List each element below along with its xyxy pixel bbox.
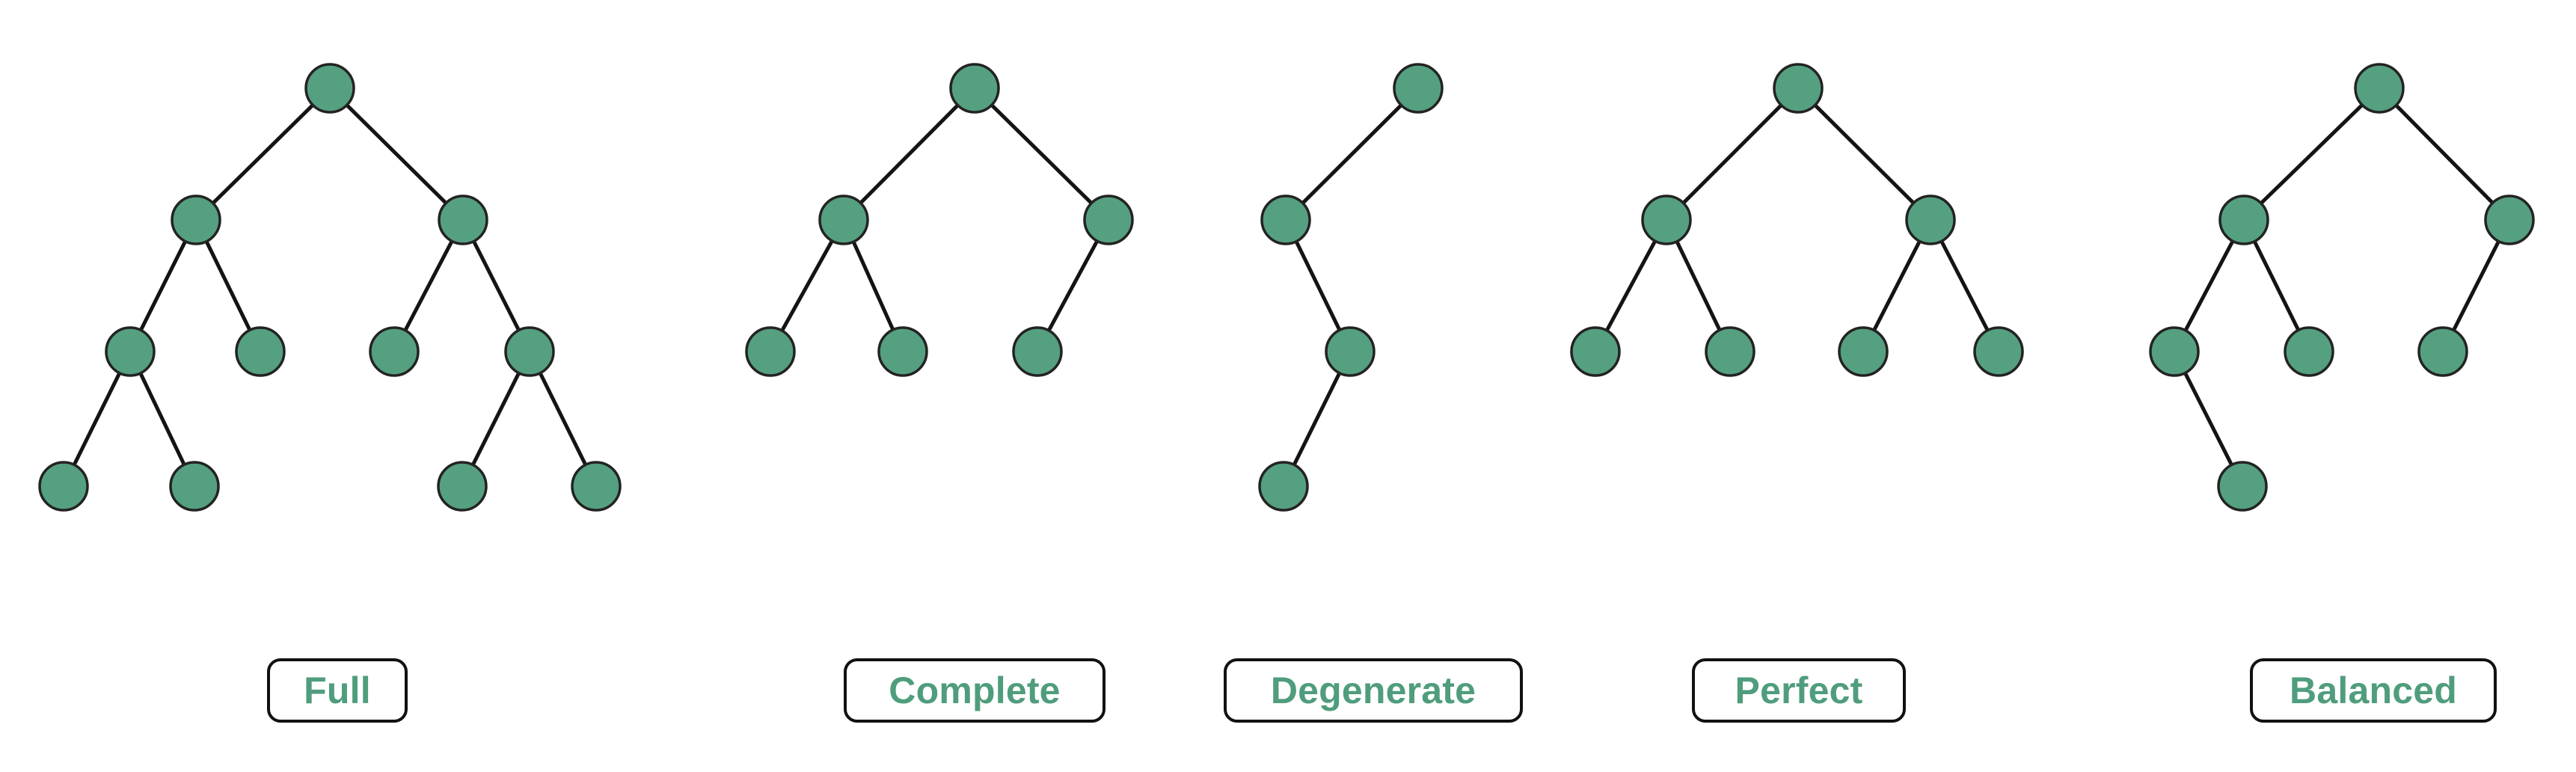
tree-node-circle[interactable] bbox=[2218, 194, 2269, 245]
tree-node-circle[interactable] bbox=[1012, 326, 1063, 377]
tree-node-circle[interactable] bbox=[2484, 194, 2535, 245]
tree-edge bbox=[972, 86, 1111, 222]
tree-label-degenerate[interactable]: Degenerate bbox=[1224, 658, 1523, 723]
tree-label-text: Perfect bbox=[1735, 670, 1863, 711]
tree-node-circle[interactable] bbox=[437, 461, 488, 512]
tree-node-circle[interactable] bbox=[171, 194, 221, 245]
tree-edges-balanced bbox=[2172, 86, 2512, 488]
tree-node-circle[interactable] bbox=[2149, 326, 2200, 377]
tree-node-circle[interactable] bbox=[1973, 326, 2024, 377]
tree-nodes-degenerate bbox=[1258, 63, 1444, 512]
tree-nodes-complete bbox=[745, 63, 1134, 377]
tree-nodes-perfect bbox=[1570, 63, 2024, 377]
tree-node-circle[interactable] bbox=[438, 194, 488, 245]
tree-label-text: Balanced bbox=[2290, 670, 2457, 711]
tree-edge bbox=[328, 86, 465, 222]
tree-node-circle[interactable] bbox=[1083, 194, 1134, 245]
tree-node-circle[interactable] bbox=[745, 326, 796, 377]
tree-node-circle[interactable] bbox=[1260, 194, 1311, 245]
tree-edge bbox=[194, 86, 332, 222]
tree-edge bbox=[841, 86, 977, 222]
tree-label-text: Degenerate bbox=[1270, 670, 1476, 711]
tree-node-circle[interactable] bbox=[304, 63, 355, 114]
tree-node-circle[interactable] bbox=[1393, 63, 1444, 114]
tree-node-circle[interactable] bbox=[818, 194, 869, 245]
tree-edge bbox=[2242, 86, 2382, 222]
tree-node-circle[interactable] bbox=[1905, 194, 1956, 245]
tree-node-circle[interactable] bbox=[169, 461, 220, 512]
tree-node-circle[interactable] bbox=[1325, 326, 1376, 377]
tree-node-circle[interactable] bbox=[2354, 63, 2405, 114]
tree-node-circle[interactable] bbox=[571, 461, 622, 512]
tree-edge bbox=[1284, 86, 1420, 222]
tree-edge bbox=[1664, 86, 1800, 222]
tree-nodes-full bbox=[38, 63, 622, 512]
tree-node-circle[interactable] bbox=[2217, 461, 2268, 512]
tree-nodes-balanced bbox=[2149, 63, 2535, 512]
tree-label-complete[interactable]: Complete bbox=[844, 658, 1105, 723]
tree-node-circle[interactable] bbox=[877, 326, 928, 377]
tree-edge bbox=[1796, 86, 1933, 222]
tree-node-circle[interactable] bbox=[2417, 326, 2468, 377]
tree-node-circle[interactable] bbox=[1773, 63, 1824, 114]
tree-node-circle[interactable] bbox=[949, 63, 1000, 114]
tree-node-circle[interactable] bbox=[38, 461, 89, 512]
tree-label-perfect[interactable]: Perfect bbox=[1692, 658, 1906, 723]
tree-edges-full bbox=[61, 86, 598, 488]
tree-edge bbox=[2377, 86, 2512, 222]
tree-label-text: Complete bbox=[889, 670, 1061, 711]
tree-node-circle[interactable] bbox=[1258, 461, 1309, 512]
tree-label-full[interactable]: Full bbox=[267, 658, 408, 723]
tree-node-circle[interactable] bbox=[1570, 326, 1621, 377]
tree-label-text: Full bbox=[304, 670, 371, 711]
tree-node-circle[interactable] bbox=[2284, 326, 2334, 377]
tree-node-circle[interactable] bbox=[369, 326, 420, 377]
tree-node-circle[interactable] bbox=[504, 326, 555, 377]
nodes-layer bbox=[38, 63, 2535, 512]
tree-node-circle[interactable] bbox=[235, 326, 286, 377]
tree-edges-degenerate bbox=[1281, 86, 1420, 488]
tree-node-circle[interactable] bbox=[1838, 326, 1889, 377]
tree-node-circle[interactable] bbox=[1705, 326, 1755, 377]
tree-node-circle[interactable] bbox=[105, 326, 156, 377]
tree-label-balanced[interactable]: Balanced bbox=[2250, 658, 2497, 723]
edges-layer bbox=[61, 86, 2512, 488]
tree-node-circle[interactable] bbox=[1641, 194, 1692, 245]
